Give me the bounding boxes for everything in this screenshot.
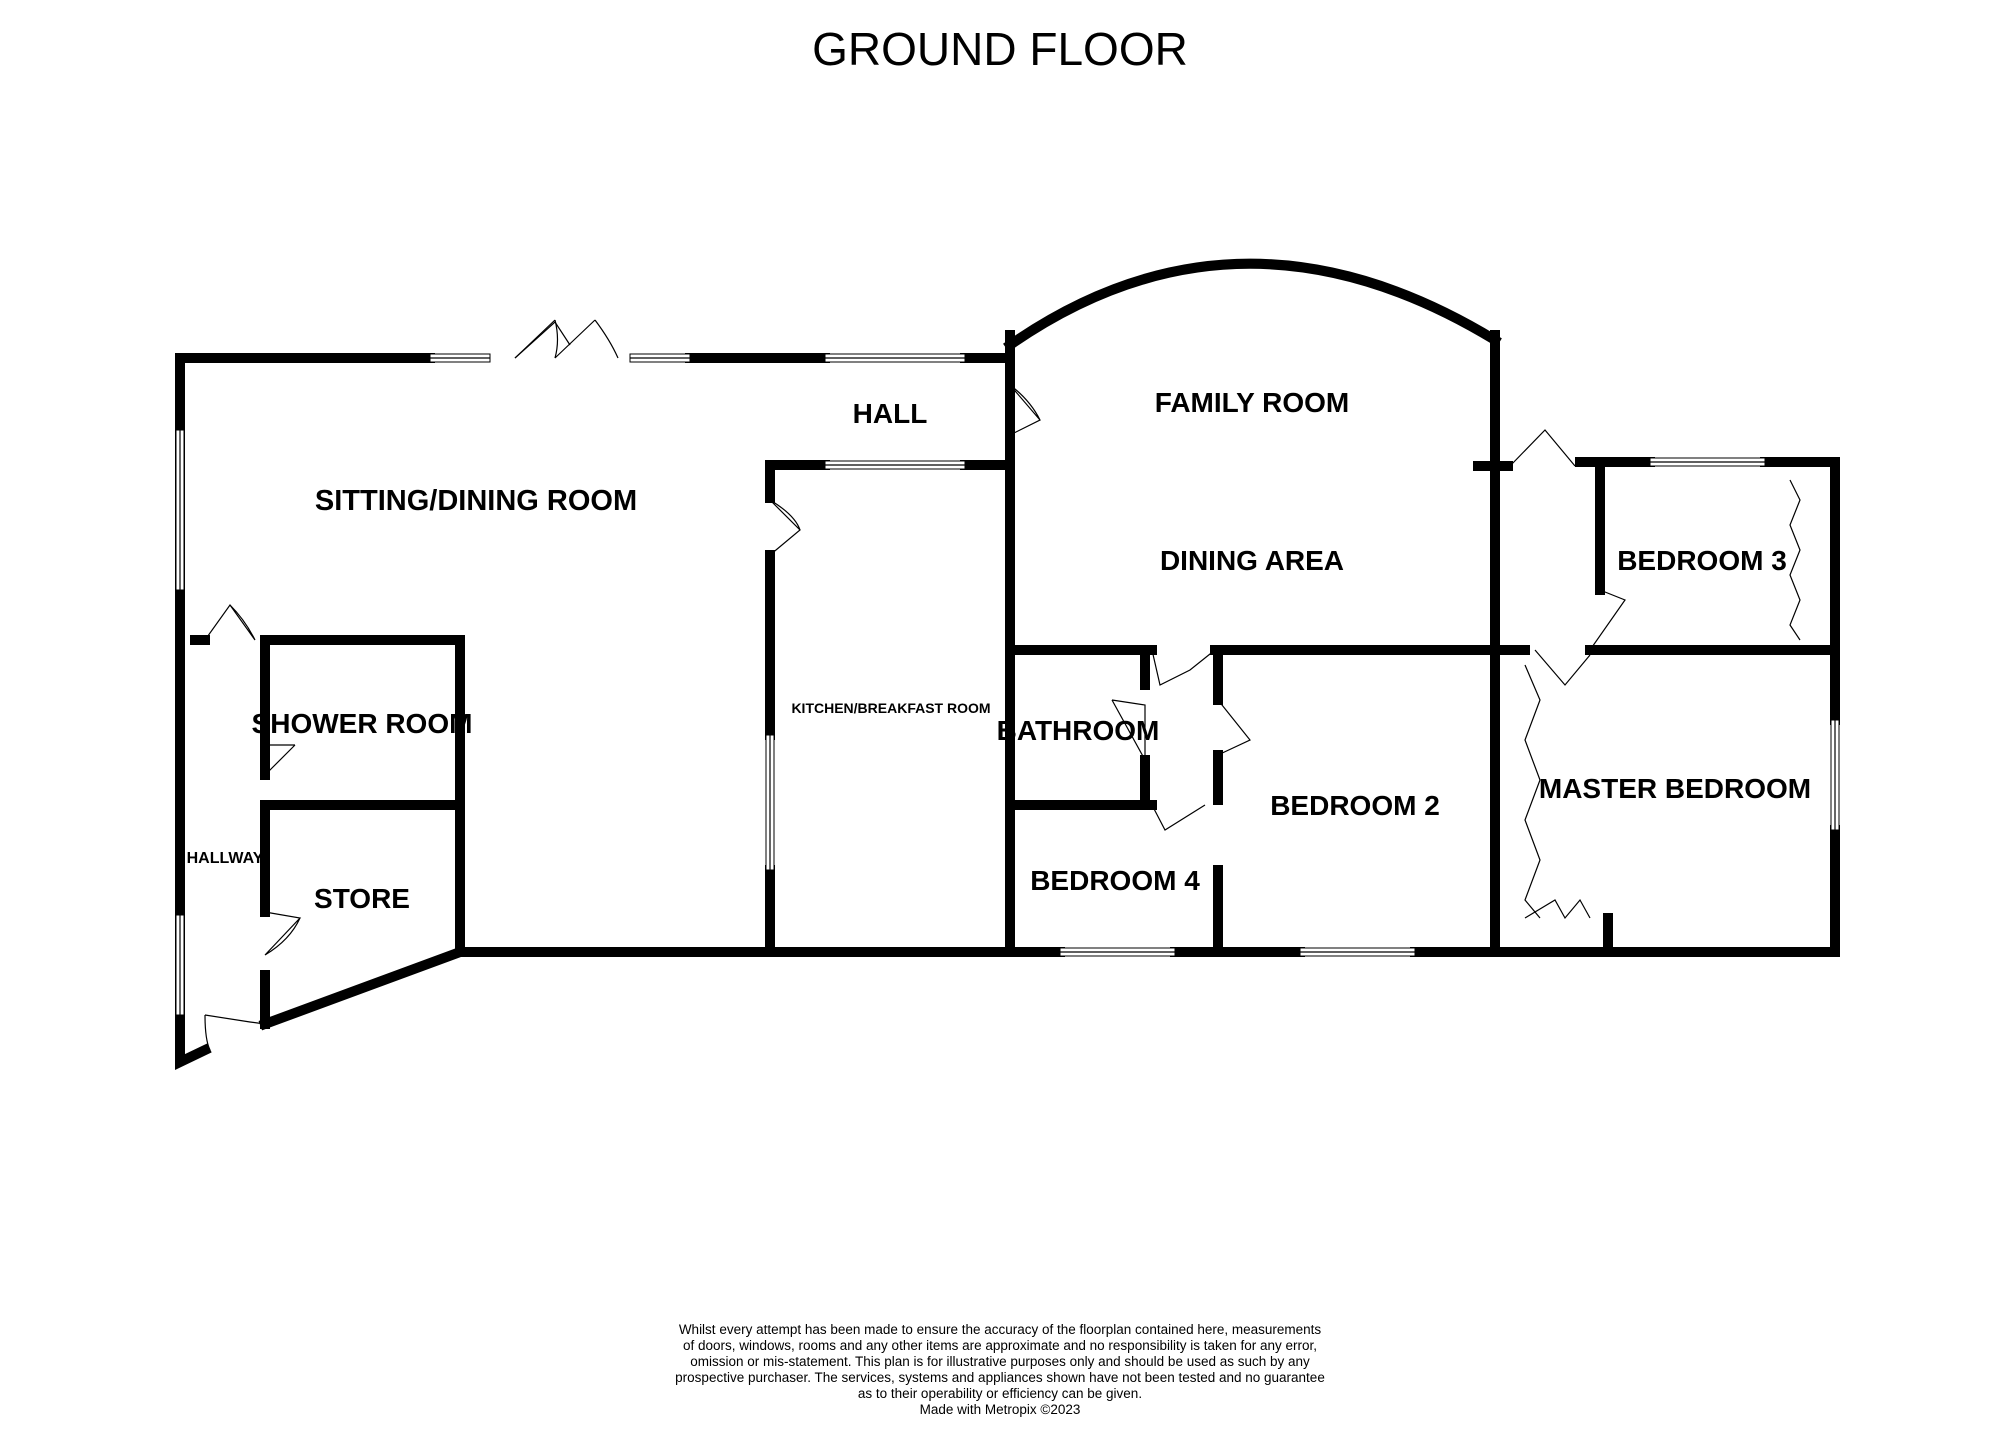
floor-title: GROUND FLOOR (812, 23, 1188, 75)
room-label-hall: HALL (853, 398, 928, 429)
disclaimer-text: Whilst every attempt has been made to en… (675, 1322, 1325, 1401)
room-label-store: STORE (314, 883, 410, 914)
walls (175, 258, 1840, 1070)
made-with-credit: Made with Metropix ©2023 (919, 1402, 1081, 1417)
floor-plan: SITTING/DINING ROOM HALL FAMILY ROOM DIN… (175, 258, 1840, 1070)
disclaimer: Whilst every attempt has been made to en… (560, 1306, 1440, 1434)
room-label-sitting-dining: SITTING/DINING ROOM (315, 485, 637, 517)
room-labels: SITTING/DINING ROOM HALL FAMILY ROOM DIN… (187, 387, 1811, 914)
room-label-bedroom-4: BEDROOM 4 (1030, 865, 1200, 896)
room-label-dining-area: DINING AREA (1160, 545, 1344, 576)
room-label-kitchen: KITCHEN/BREAKFAST ROOM (791, 700, 990, 716)
room-label-bathroom: BATHROOM (997, 715, 1160, 746)
room-label-master-bedroom: MASTER BEDROOM (1539, 773, 1811, 804)
doors (204, 319, 1801, 1051)
room-label-family-room: FAMILY ROOM (1155, 387, 1349, 418)
room-label-hallway: HALLWAY (187, 850, 264, 867)
room-label-bedroom-3: BEDROOM 3 (1617, 545, 1787, 576)
windows (175, 353, 1840, 1016)
room-label-shower-room: SHOWER ROOM (252, 708, 473, 739)
room-label-bedroom-2: BEDROOM 2 (1270, 790, 1440, 821)
